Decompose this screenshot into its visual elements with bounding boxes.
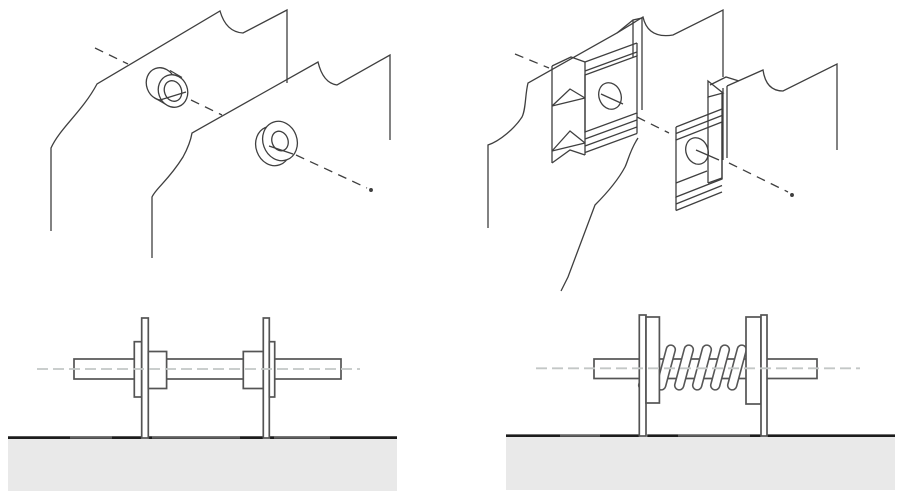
left-support-plate xyxy=(140,317,150,439)
bracket-top-flange-edge xyxy=(675,108,723,128)
gusset xyxy=(707,79,725,98)
gusset-base xyxy=(551,97,586,107)
center-axis-dashes xyxy=(190,99,223,116)
left-plate-outline xyxy=(50,8,288,231)
center-axis-dashes xyxy=(514,53,550,69)
left-support-bar xyxy=(638,314,647,437)
right-plate-outline xyxy=(151,53,391,258)
bushing-silhouette-top xyxy=(169,69,183,79)
center-axis-dashes xyxy=(728,162,789,193)
right-support-plate xyxy=(262,317,271,439)
center-axis-dashes xyxy=(94,47,129,65)
left-hub xyxy=(147,350,168,390)
side-view-shaft-between-plates xyxy=(8,317,397,491)
iso-view-plates-with-stamped-brackets xyxy=(487,8,838,292)
bracket-bottom-flange-edge xyxy=(675,184,723,205)
left-plate-outline xyxy=(487,8,724,228)
ground-base xyxy=(8,438,397,491)
bracket-bottom-flange-edge xyxy=(584,119,638,140)
bracket-inner-bottom-edge xyxy=(675,170,708,184)
bushing-bore xyxy=(163,80,183,102)
gusset-base xyxy=(551,142,586,152)
right-plate-corner-cap xyxy=(709,76,740,86)
center-axis-dashes xyxy=(636,116,670,134)
right-plate-outline xyxy=(726,62,838,150)
left-pad xyxy=(645,316,661,404)
iso-view-plates-with-bushing-and-washer xyxy=(50,8,391,258)
bracket-top-flange-edge xyxy=(584,42,638,63)
axis-in-washer-bore xyxy=(268,145,294,155)
bracket-top-flange-edge xyxy=(675,114,723,135)
axis-in-bracket-hole xyxy=(600,93,624,105)
ground-base xyxy=(506,436,895,490)
axis-in-bushing-bore xyxy=(159,91,187,101)
bracket-front-flange-cap xyxy=(551,56,586,67)
bracket-hole xyxy=(598,82,622,110)
bracket-mount-flange-bottom-cap xyxy=(707,177,723,184)
gusset xyxy=(551,88,586,107)
bracket-front-flange-bottom-cap xyxy=(551,149,586,164)
bracket-bottom-flange-edge xyxy=(584,132,638,154)
right-hub xyxy=(242,350,265,390)
center-axis-dashes xyxy=(295,154,368,189)
side-view-shaft-with-coil-spring xyxy=(506,314,895,490)
bracket-top-flange-edge xyxy=(584,51,638,72)
bracket-back-flange-cap xyxy=(616,17,643,34)
bracket-bottom-flange-edge xyxy=(675,191,723,212)
right-pad xyxy=(745,316,762,405)
right-support-bar xyxy=(760,314,768,437)
axis-end-dot xyxy=(790,193,794,197)
bracket-bottom-flange-edge xyxy=(584,126,638,147)
axis-end-dot xyxy=(369,188,373,192)
gusset xyxy=(551,130,586,152)
left-plate-break-edge xyxy=(560,137,639,292)
